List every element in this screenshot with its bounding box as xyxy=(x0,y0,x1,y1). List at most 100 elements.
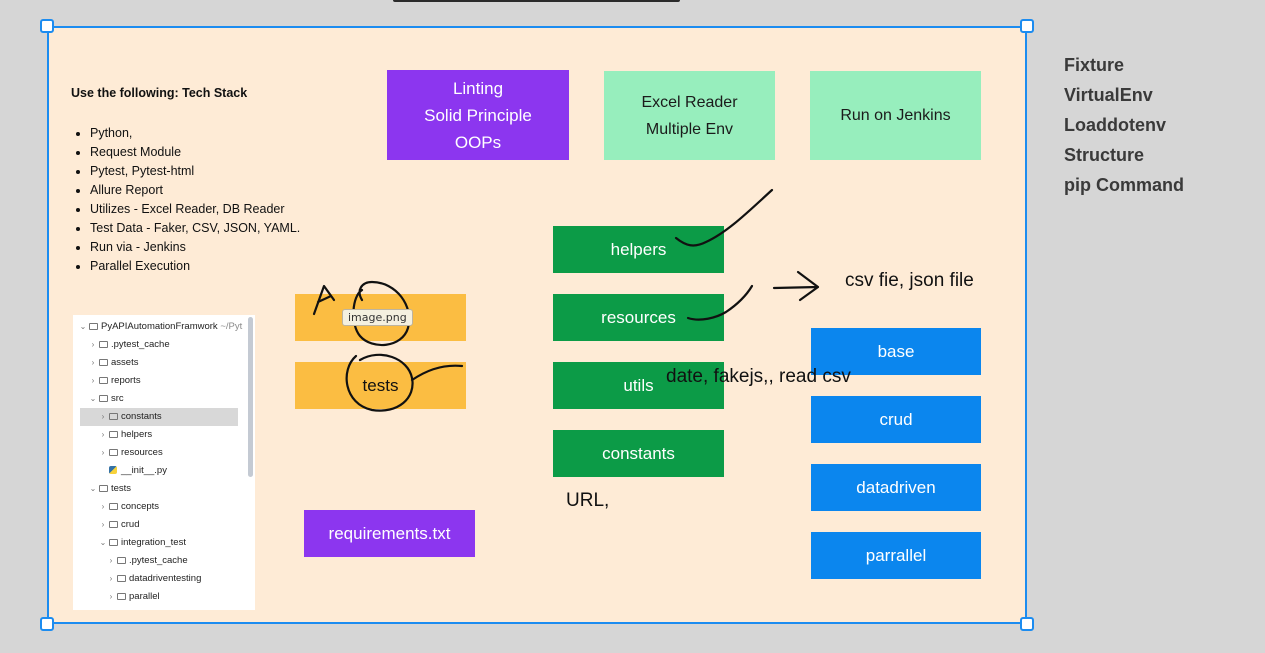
box-label: Run on Jenkins xyxy=(840,107,951,124)
tech-stack-list[interactable]: Python, Request Module Pytest, Pytest-ht… xyxy=(70,124,315,276)
side-note[interactable]: Fixture xyxy=(1064,55,1125,75)
chevron-right-icon: › xyxy=(91,340,95,349)
tech-stack-item: Utilizes - Excel Reader, DB Reader xyxy=(90,200,315,219)
excel-reader-box[interactable]: Excel Reader Multiple Env xyxy=(604,71,775,160)
chevron-right-icon: › xyxy=(109,574,113,583)
tree-label: datadriventesting xyxy=(129,573,202,584)
tech-stack-title[interactable]: Use the following: Tech Stack xyxy=(71,86,248,100)
side-notes: Fixture VirtualEnv Loaddotenv Structure … xyxy=(1064,50,1184,200)
datadriven-box[interactable]: datadriven xyxy=(811,464,981,511)
tree-label: reports xyxy=(111,375,141,386)
chevron-right-icon: › xyxy=(101,502,105,511)
tech-stack-item: Request Module xyxy=(90,143,315,162)
tech-stack-item: Pytest, Pytest-html xyxy=(90,162,315,181)
folder-icon xyxy=(99,485,108,492)
csv-json-note[interactable]: csv fie, json file xyxy=(845,270,974,291)
box-line: Multiple Env xyxy=(645,120,734,138)
box-label: datadriven xyxy=(856,477,936,497)
tree-item: ›crud xyxy=(99,516,255,534)
folder-icon xyxy=(117,575,126,582)
tree-item: ›.pytest_cache xyxy=(89,336,255,354)
folder-icon xyxy=(89,323,98,330)
box-line: Solid Principle xyxy=(424,105,532,125)
resize-handle-top-left[interactable] xyxy=(40,19,54,33)
chevron-down-icon: ⌄ xyxy=(79,322,87,331)
resize-handle-bottom-right[interactable] xyxy=(1020,617,1034,631)
resources-box[interactable]: resources xyxy=(553,294,724,341)
folder-icon xyxy=(109,521,118,528)
folder-icon xyxy=(109,539,118,546)
url-note[interactable]: URL, xyxy=(566,490,610,511)
folder-icon xyxy=(109,449,118,456)
tree-label: .pytest_cache xyxy=(129,555,188,566)
tests-box[interactable]: tests xyxy=(295,362,466,409)
tree-label: src xyxy=(111,393,124,404)
box-label: requirements.txt xyxy=(328,524,451,543)
box-label: tests xyxy=(362,375,399,395)
chevron-right-icon: › xyxy=(101,448,105,457)
box-line: Linting xyxy=(452,78,504,98)
box-line: Excel Reader xyxy=(641,93,738,111)
chevron-right-icon: › xyxy=(109,592,113,601)
tree-label: assets xyxy=(111,357,139,368)
tree-label: constants xyxy=(121,411,162,422)
tech-stack-item: Python, xyxy=(90,124,315,143)
base-box[interactable]: base xyxy=(811,328,981,375)
folder-icon xyxy=(109,431,118,438)
tree-item: ›.pytest_cache xyxy=(107,552,255,570)
tree-item: › concepts xyxy=(99,498,255,516)
tree-item: ⌄ src xyxy=(89,390,255,408)
constants-box[interactable]: constants xyxy=(553,430,724,477)
tree-scrollbar[interactable] xyxy=(248,317,253,477)
folder-icon xyxy=(99,377,108,384)
tree-item: ›assets xyxy=(89,354,255,372)
folder-icon xyxy=(99,341,108,348)
tech-stack-item: Allure Report xyxy=(90,181,315,200)
utils-box[interactable]: utils xyxy=(553,362,724,409)
tree-label: PyAPIAutomationFramwork xyxy=(101,321,218,332)
folder-icon xyxy=(99,395,108,402)
image-filename-tooltip: image.png xyxy=(342,309,413,326)
box-label: helpers xyxy=(610,239,667,259)
resize-handle-top-right[interactable] xyxy=(1020,19,1034,33)
tree-item: › resources xyxy=(99,444,255,462)
toolbar-strip xyxy=(393,0,680,2)
tree-label: concepts xyxy=(121,501,160,512)
requirements-box[interactable]: requirements.txt xyxy=(304,510,475,557)
chevron-down-icon: ⌄ xyxy=(89,394,97,403)
folder-icon xyxy=(109,503,118,510)
tree-root-path: ~/Pyt xyxy=(220,321,243,332)
side-note[interactable]: Structure xyxy=(1064,145,1145,165)
side-note[interactable]: Loaddotenv xyxy=(1064,115,1166,135)
chevron-right-icon: › xyxy=(101,412,105,421)
tree-item: ›reports xyxy=(89,372,255,390)
chevron-right-icon: › xyxy=(101,520,105,529)
box-label: utils xyxy=(623,375,654,395)
tree-label: integration_test xyxy=(121,537,186,548)
run-on-jenkins-box[interactable]: Run on Jenkins xyxy=(810,71,981,160)
project-tree-image[interactable]: ⌄PyAPIAutomationFramwork ~/Pyt ›.pytest_… xyxy=(73,315,255,610)
tree-root: ⌄ PyAPIAutomationFramwork ~/Pyt xyxy=(79,318,249,336)
tree-label: parallel xyxy=(129,591,160,602)
tree-item: › parallel xyxy=(107,588,255,606)
helpers-box[interactable]: helpers xyxy=(553,226,724,273)
tree-item: › datadriventesting xyxy=(107,570,255,588)
folder-icon xyxy=(99,359,108,366)
utils-note[interactable]: date, fakejs,, read csv xyxy=(666,366,851,387)
parrallel-box[interactable]: parrallel xyxy=(811,532,981,579)
tree-item: __init__.py xyxy=(107,462,255,480)
crud-box[interactable]: crud xyxy=(811,396,981,443)
tech-stack-item: Parallel Execution xyxy=(90,257,315,276)
box-label: base xyxy=(877,341,915,361)
side-note[interactable]: VirtualEnv xyxy=(1064,85,1153,105)
tree-item: ›helpers xyxy=(99,426,255,444)
tree-label: resources xyxy=(121,447,163,458)
side-note[interactable]: pip Command xyxy=(1064,175,1184,195)
linting-box[interactable]: Linting Solid Principle OOPs xyxy=(387,70,569,160)
box-label: constants xyxy=(602,443,675,463)
tree-item: ⌄tests xyxy=(89,480,255,498)
resize-handle-bottom-left[interactable] xyxy=(40,617,54,631)
python-file-icon xyxy=(109,466,117,474)
tree-item-selected: › constants xyxy=(80,408,238,426)
folder-icon xyxy=(109,413,118,420)
